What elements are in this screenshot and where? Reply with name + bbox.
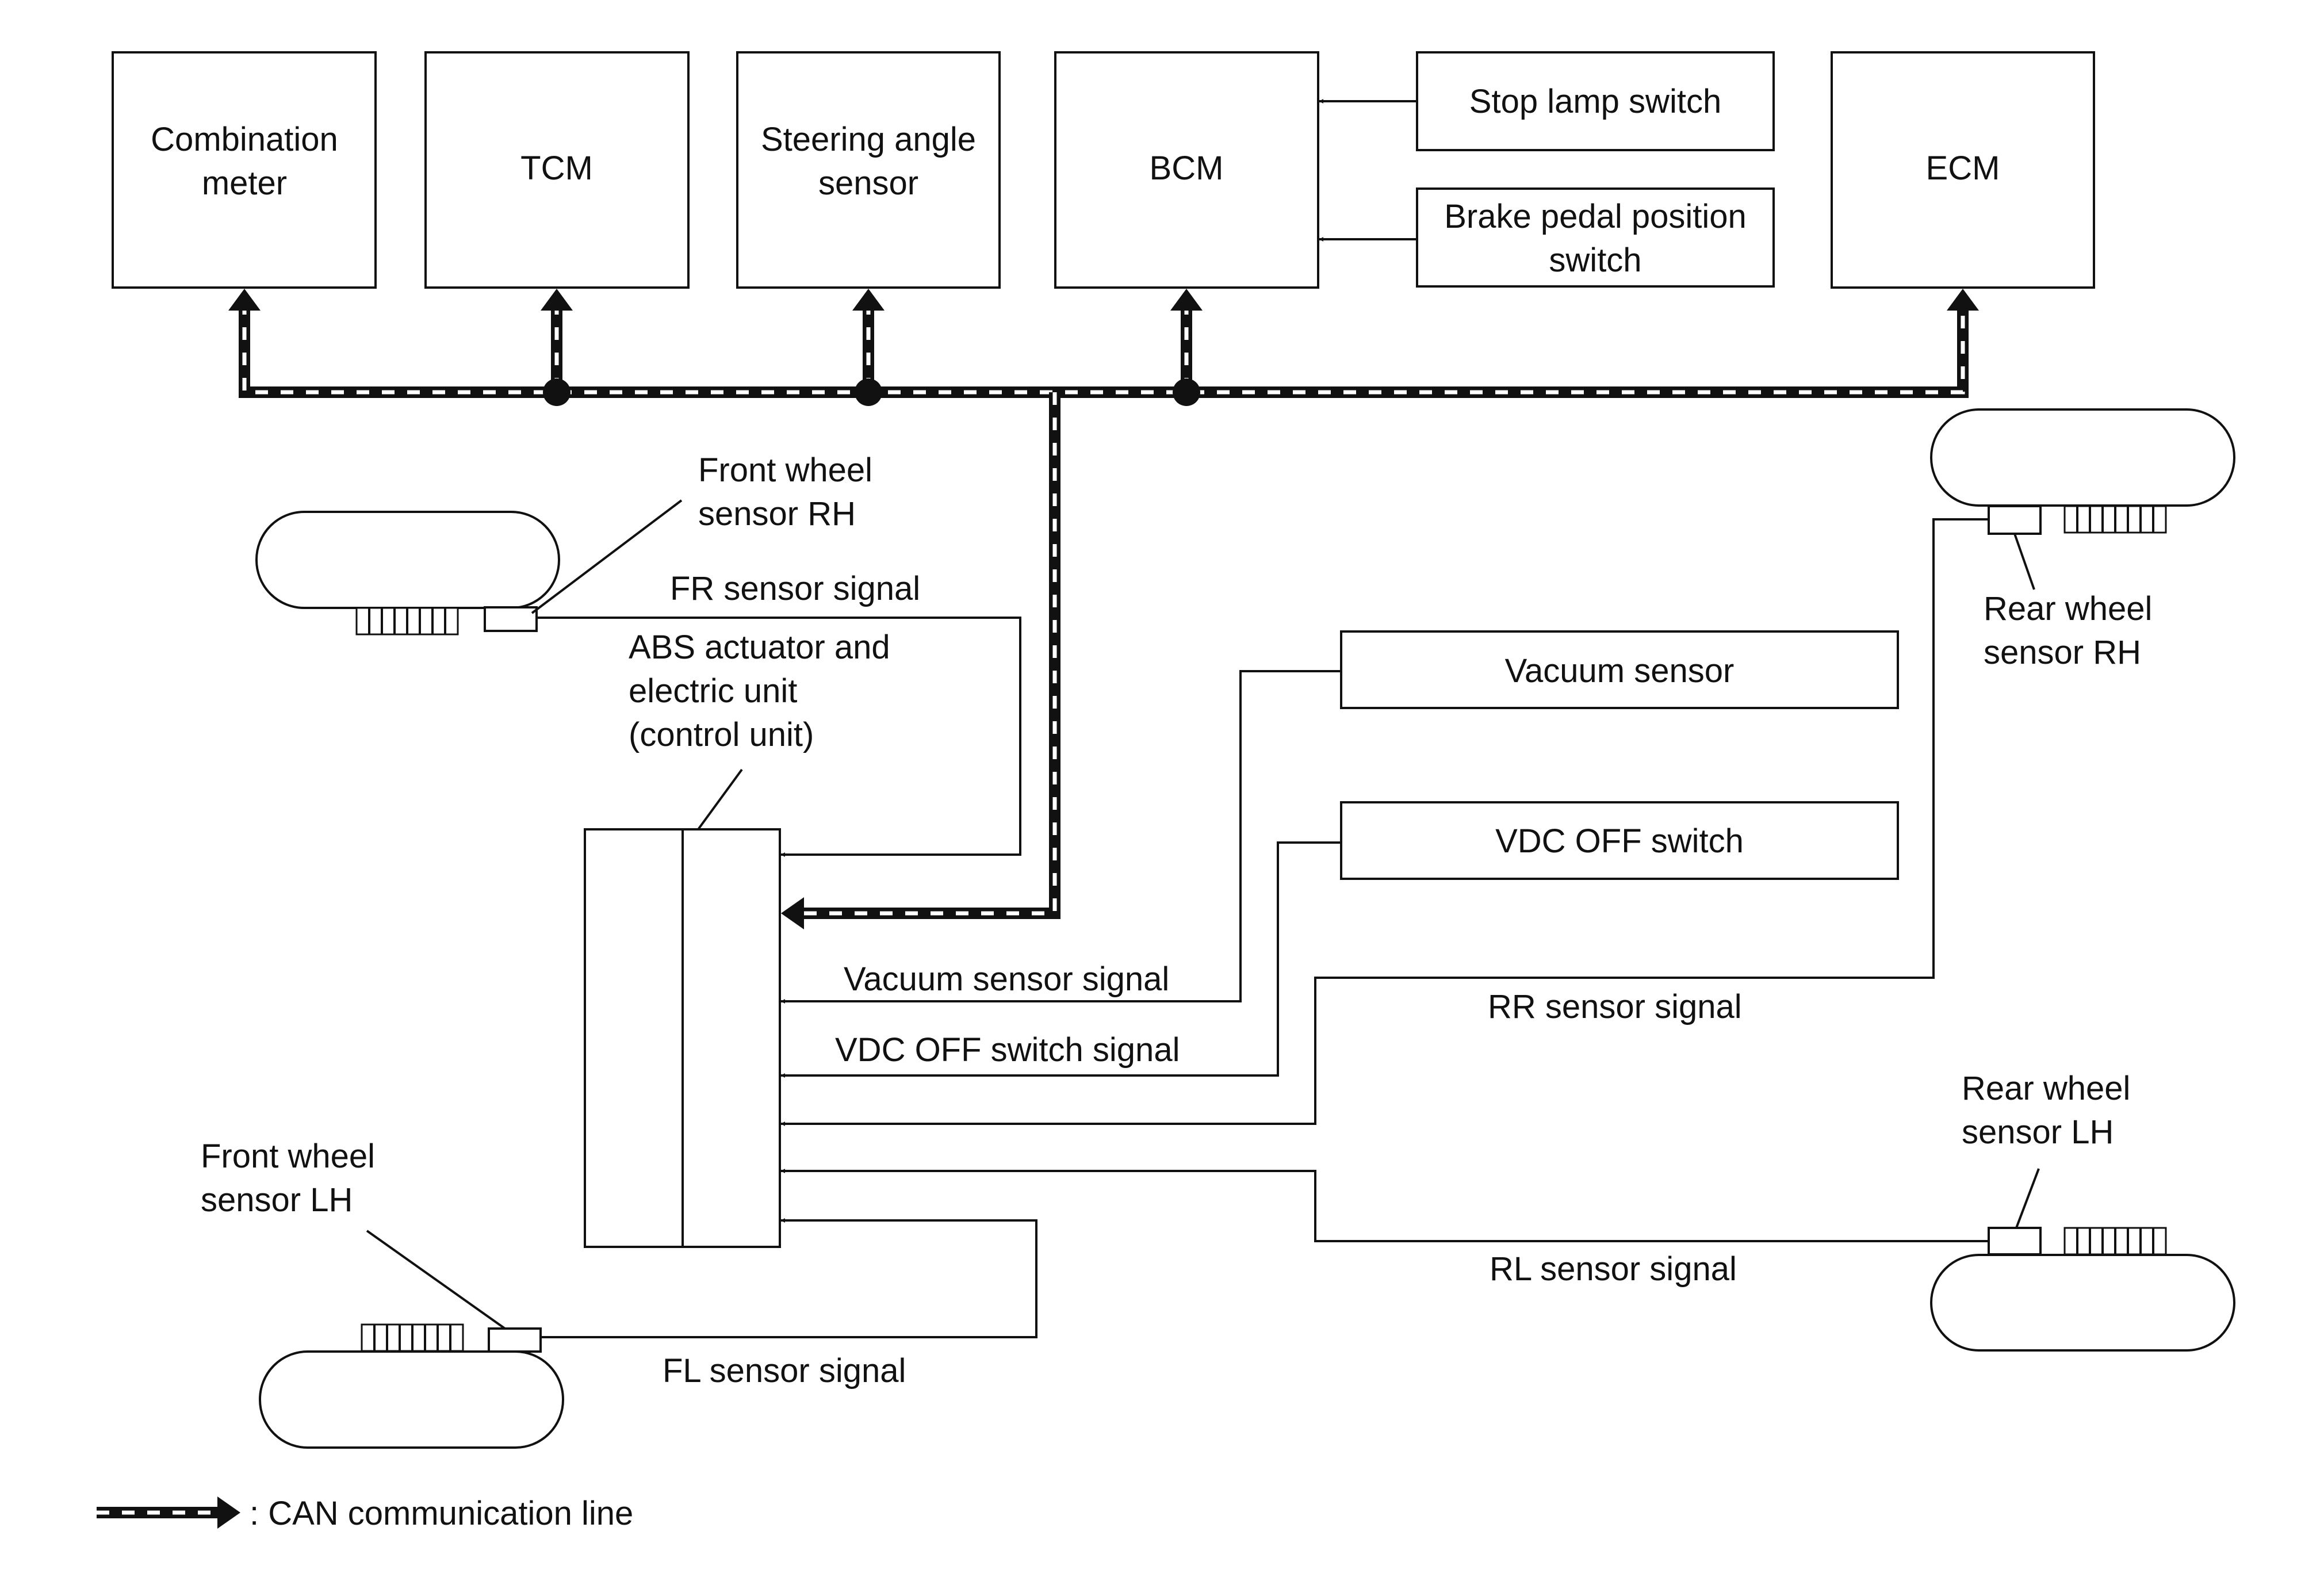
front-wheel-rh	[255, 511, 560, 636]
vdc-off-signal-label: VDC OFF switch signal	[835, 1031, 1180, 1069]
tcm-label: TCM	[520, 150, 593, 187]
vacuum-sensor-box	[1340, 630, 1899, 709]
vacuum-signal-label: Vacuum sensor signal	[844, 960, 1169, 998]
tcm-box: TCM	[424, 51, 690, 289]
can-junction-steering	[855, 378, 882, 406]
ecm-box: ECM	[1831, 51, 2095, 289]
fl-signal-label: FL sensor signal	[663, 1352, 906, 1390]
rear-wheel-lh-sensor	[1988, 1227, 2042, 1256]
stop-lamp-switch-label: Stop lamp switch	[1469, 83, 1721, 120]
rear-wheel-rh-leader	[2013, 533, 2035, 590]
rear-wheel-lh-leader	[2015, 1168, 2040, 1228]
ecm-label: ECM	[1926, 150, 2000, 187]
rr-signal-line	[780, 518, 1989, 1126]
vdc-off-switch-label: VDC OFF switch	[1495, 822, 1744, 860]
rear-wheel-rh	[1930, 408, 2235, 535]
front-wheel-lh-sensor	[488, 1327, 542, 1353]
bcm-box: BCM	[1054, 51, 1319, 289]
rear-wheel-lh	[1930, 1227, 2235, 1352]
rear-wheel-rh-sensor	[1988, 505, 2042, 535]
can-arrowhead-steering-angle-sensor	[852, 289, 885, 311]
front-wheel-lh	[259, 1323, 564, 1449]
can-junction-tcm	[543, 378, 571, 406]
can-arrowhead-bcm	[1170, 289, 1203, 311]
vdc-off-signal-line	[780, 841, 1341, 1078]
front-wheel-rh-leader	[531, 499, 683, 614]
can-bus	[228, 289, 1979, 929]
rr-signal-label: RR sensor signal	[1488, 988, 1742, 1025]
can-arrowhead-abs-unit	[781, 897, 804, 929]
legend: : CAN communication line	[97, 1495, 633, 1532]
legend-can-line-label: : CAN communication line	[250, 1495, 633, 1532]
can-arrowhead-combination-meter	[228, 289, 261, 311]
abs-unit-box	[584, 828, 781, 1248]
legend-can-arrowhead	[217, 1496, 240, 1529]
can-arrowhead-tcm	[541, 289, 573, 311]
can-arrowhead-ecm	[1947, 289, 1979, 311]
front-wheel-lh-leader	[366, 1230, 506, 1330]
bcm-label: BCM	[1150, 150, 1224, 187]
fr-signal-line	[537, 617, 1021, 857]
abs-unit-leader	[697, 768, 743, 830]
fr-signal-label: FR sensor signal	[670, 570, 920, 607]
rl-signal-label: RL sensor signal	[1490, 1250, 1737, 1288]
front-wheel-rh-sensor	[484, 606, 538, 632]
vdc-off-switch-box	[1340, 801, 1899, 880]
rl-signal-line	[780, 1169, 1989, 1242]
stop-lamp-switch-box: Stop lamp switch	[1416, 51, 1775, 151]
can-junction-bcm	[1173, 378, 1200, 406]
fl-signal-line	[541, 1218, 1037, 1338]
vacuum-sensor-label: Vacuum sensor	[1505, 652, 1735, 690]
vacuum-signal-line	[780, 670, 1341, 1004]
